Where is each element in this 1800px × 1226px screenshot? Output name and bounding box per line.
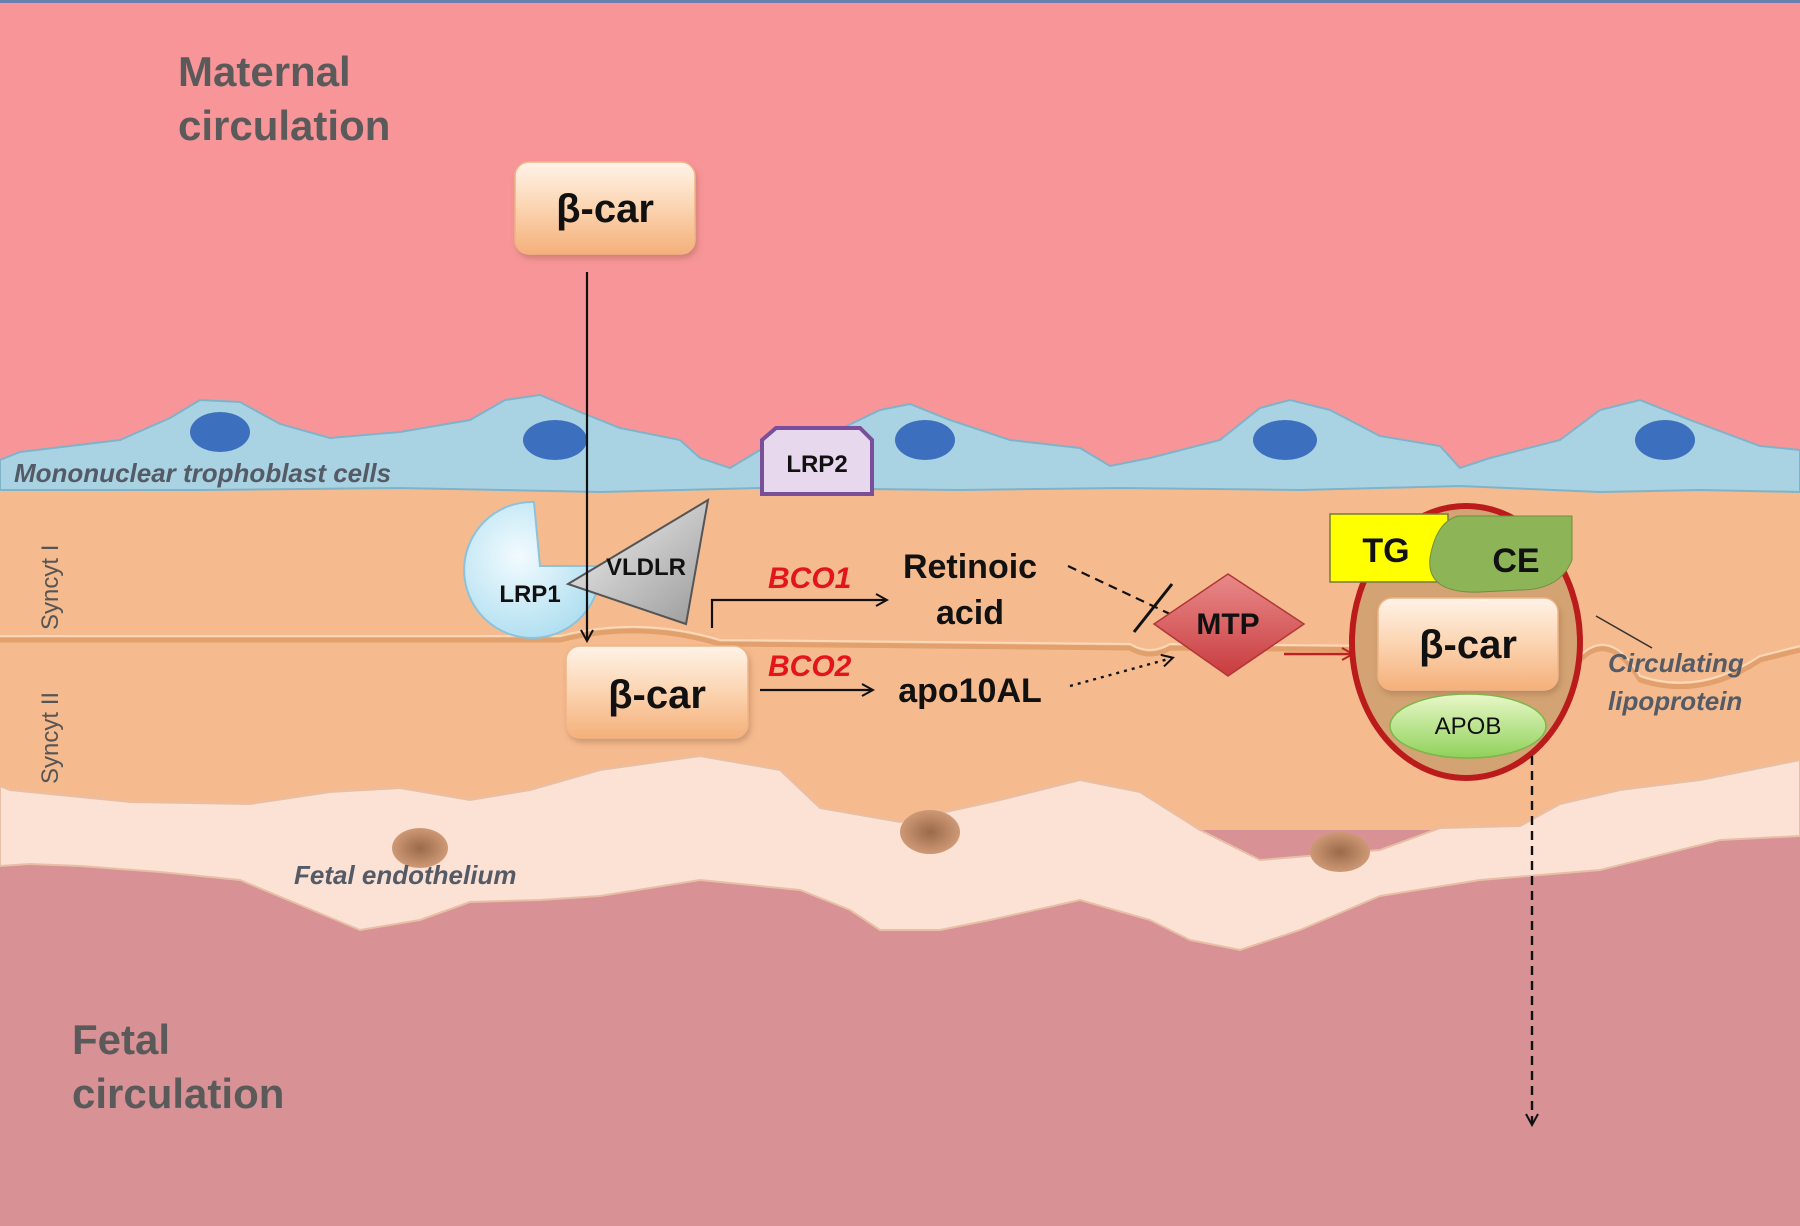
trophoblast-nucleus [895,420,955,460]
endothelium-nucleus [1310,832,1370,872]
fetal-circulation-label-line2: circulation [72,1070,284,1117]
bcar-lipoprotein-label: β-car [1419,623,1517,667]
endothelium-label: Fetal endothelium [294,860,516,890]
trophoblast-label: Mononuclear trophoblast cells [14,458,391,488]
lrp1-label: LRP1 [499,581,560,608]
trophoblast-nucleus [1253,420,1317,460]
syncyt1-label: Syncyt I [37,545,64,630]
bco1-arrow [710,600,886,628]
endothelium-nucleus [900,810,960,854]
trophoblast-nucleus [190,412,250,452]
lrp1-receptor [463,500,602,639]
bcar-maternal-label: β-car [556,187,654,231]
endothelium-nucleus [392,828,448,868]
trophoblast-nucleus [523,420,587,460]
tg-label: TG [1362,532,1409,570]
trophoblast-nucleus [1635,420,1695,460]
vldlr-receptor [565,498,710,626]
syncyt2-label: Syncyt II [37,692,64,784]
bcar-syncytium-box [565,645,749,739]
circulating-lipoprotein-label-line2: lipoprotein [1608,686,1742,716]
fetal-circulation-label: Fetal [72,1016,170,1063]
top-border [0,0,1800,3]
apo10al-activation-arrow [1069,658,1172,688]
inhibition-bar [1132,583,1174,633]
ce-label: CE [1492,542,1539,580]
apob-protein [1389,693,1547,759]
bcar-maternal-box [514,161,696,255]
lipoprotein-callout-line [1595,615,1653,649]
mtp-label: MTP [1196,608,1259,641]
bco1-label: BCO1 [768,562,851,595]
retinoic-acid-label: Retinoic [903,548,1037,586]
circulating-lipoprotein-label: Circulating [1608,648,1744,678]
vldlr-label: VLDLR [606,554,686,581]
bcar-lipoprotein-box [1377,597,1559,691]
lrp2-receptor [760,426,874,496]
maternal-circulation-label: Maternal [178,48,351,95]
retinoic-acid-label-line2: acid [936,594,1004,632]
apo10al-label: apo10AL [898,672,1042,710]
mtp-diamond [1152,573,1306,677]
maternal-circulation-label-line2: circulation [178,102,390,149]
tg-block [1329,513,1449,583]
fetal-endothelium-layer [0,754,1800,952]
bcar-syncytium-label: β-car [608,673,706,717]
bco2-label: BCO2 [768,650,852,683]
apob-label: APOB [1435,713,1502,740]
ce-block [1429,515,1573,593]
lrp2-label: LRP2 [786,451,847,478]
